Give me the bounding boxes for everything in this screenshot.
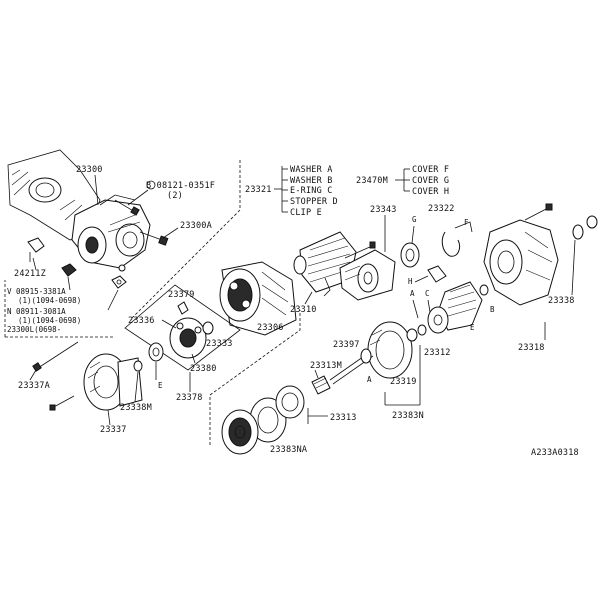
label-23321: 23321 [245,185,272,195]
letter-b: B [490,305,495,314]
retaining-clip-23322 [441,221,473,257]
planet-gear-carrier [169,301,214,359]
label-23313: 23313 [330,413,357,423]
gear-housing-23337 [83,353,143,411]
label-23333: 23333 [206,339,233,349]
legend-cover-h: COVER H [412,187,449,197]
label-23380: 23380 [190,364,217,374]
gear-set-box [124,284,241,371]
label-08121: B 08121-0351F [146,181,215,191]
legend-e-ring-c: E-RING C [290,186,333,196]
solenoid-switch [323,249,396,301]
letter-a-1: A [410,289,415,298]
label-23322: 23322 [428,204,455,214]
callout-b-circle [146,180,156,190]
label-23300L: 23300L(0698- [7,325,61,334]
legend-washer-b: WASHER B [290,176,333,186]
legend-cover-f: COVER F [412,165,449,175]
letter-g: G [412,215,417,224]
label-08121-qty: (2) [167,191,183,201]
washer-23338M [148,342,164,362]
letter-e-1: E [470,323,475,332]
label-23397: 23397 [333,340,360,350]
clutch-cover [221,409,259,455]
letter-f: F [464,218,469,227]
label-23343: 23343 [370,205,397,215]
diagram-code: A233A0318 [531,448,579,458]
label-24211Z: 24211Z [14,269,46,279]
pinion-shaft [311,348,374,395]
letter-a-2: A [367,375,372,384]
label-23338: 23338 [548,296,575,306]
label-23306: 23306 [257,323,284,333]
yoke-assembly [219,261,297,336]
washer-ring-23343 [400,242,420,268]
mounting-bolt-upper [114,199,140,216]
label-23318: 23318 [518,343,545,353]
parts-legend: 23321 WASHER A WASHER B E-RING C STOPPER… [245,165,449,218]
nut-08915 [61,263,77,277]
legend-stopper-d: STOPPER D [290,197,338,207]
drive-end-housing [367,321,427,379]
starter-assembly [71,194,151,269]
nut-08911 [111,275,127,289]
label-23336: 23336 [128,316,155,326]
bushing-cap [572,215,598,240]
letter-e-2: E [158,381,163,390]
label-08911: N 08911-3081A [7,307,66,316]
washer-small-b [133,360,143,372]
legend-washer-a: WASHER A [290,165,333,175]
guide-line-top [129,160,241,321]
letter-c: C [425,289,430,298]
label-23338M: 23338M [120,403,152,413]
brush-holder [427,281,489,334]
legend-cover-g: COVER G [412,176,449,186]
cover-h-part [427,265,447,283]
rear-housing [483,203,559,306]
label-23383NA: 23383NA [270,445,307,455]
washer-small [118,264,126,272]
harness-clip [27,237,45,262]
label-23319: 23319 [390,377,417,387]
letter-h: H [408,277,413,286]
label-08915: V 08915-3381A [7,287,66,296]
label-23379: 23379 [168,290,195,300]
label-08915-range: (1)(1094-0698) [18,296,81,305]
label-23337: 23337 [100,425,127,435]
label-23300A: 23300A [180,221,212,231]
through-bolt-23337A [32,341,79,411]
label-23310: 23310 [290,305,317,315]
label-23337A: 23337A [18,381,50,391]
label-23313M: 23313M [310,361,342,371]
overrunning-clutch [249,385,305,443]
label-23300: 23300 [76,165,103,175]
label-23470M: 23470M [356,176,388,186]
label-23312: 23312 [424,348,451,358]
guide-line-bottom [209,310,301,445]
label-08911-range: (1)(1094-0698) [18,316,81,325]
label-23383N: 23383N [392,411,424,421]
label-23378: 23378 [176,393,203,403]
legend-clip-e: CLIP E [290,208,322,218]
